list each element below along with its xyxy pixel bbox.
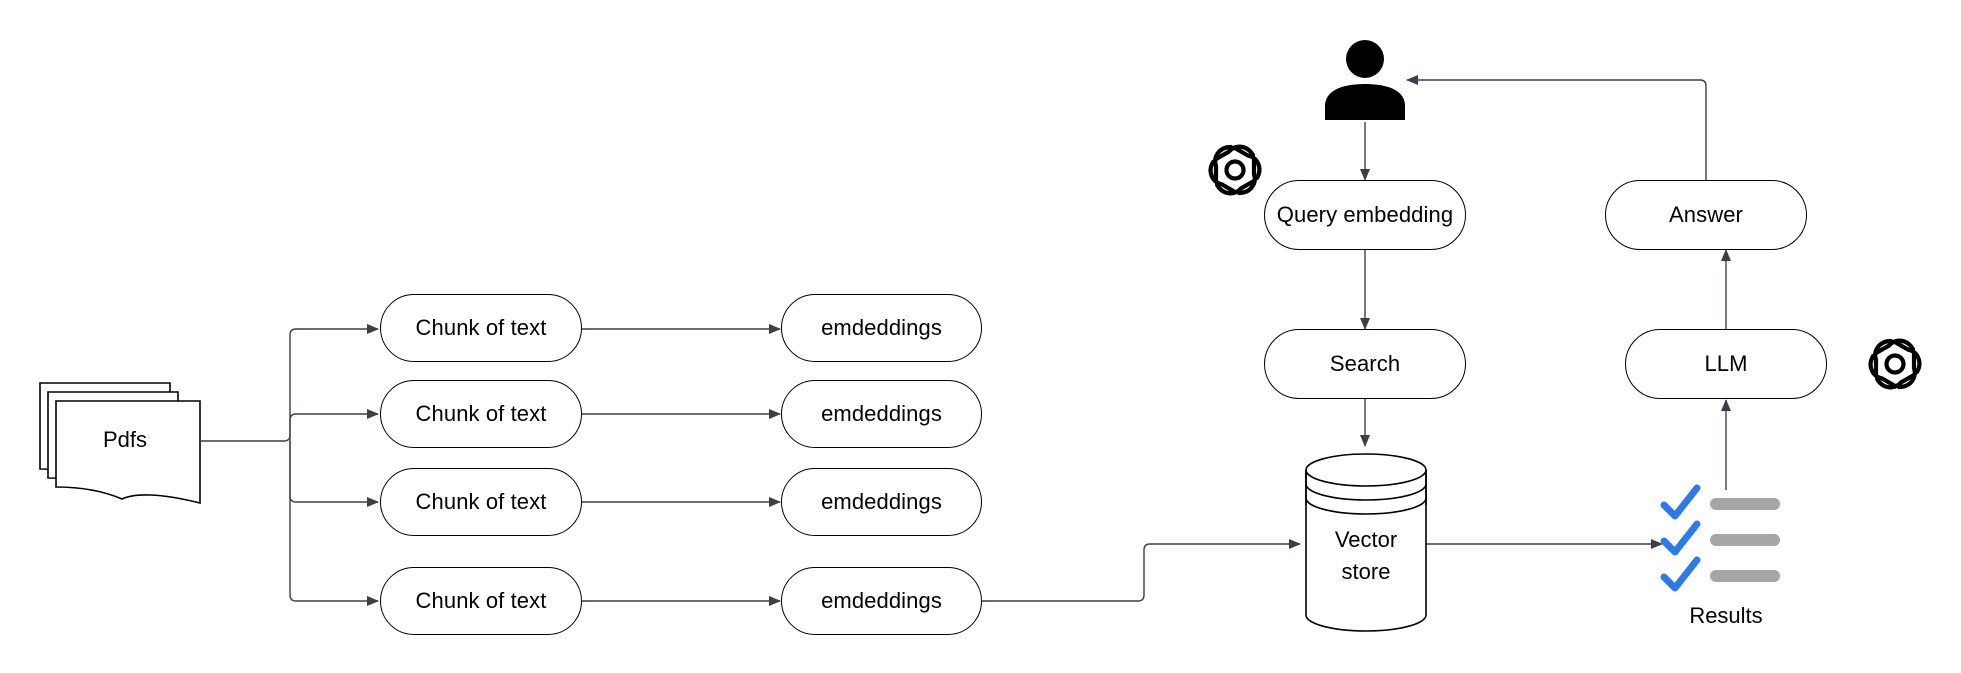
chunk-node: Chunk of text	[380, 468, 582, 536]
vector-store-label-line1: Vector	[1334, 527, 1398, 552]
openai-logo-icon	[1865, 335, 1925, 392]
openai-logo-icon	[1205, 141, 1265, 198]
results-label: Results	[1689, 603, 1763, 628]
vector-store-label: Vector store	[1306, 524, 1426, 588]
embedding-node: emdeddings	[781, 294, 982, 362]
search-node: Search	[1264, 329, 1466, 399]
pdf-to-chunks-connectors	[200, 324, 379, 606]
llm-node: LLM	[1625, 329, 1827, 399]
vector-store-label-line2: store	[1341, 559, 1391, 584]
chunk-to-embedding-connectors	[582, 324, 781, 606]
embedding-node: emdeddings	[781, 567, 982, 635]
pdfs-label: Pdfs	[102, 427, 148, 452]
answer-node: Answer	[1605, 180, 1807, 250]
embedding-node: emdeddings	[781, 468, 982, 536]
user-icon	[1325, 40, 1405, 120]
pdf-documents-icon	[39, 382, 201, 505]
chunk-node: Chunk of text	[380, 567, 582, 635]
answer-to-user-connector	[1406, 75, 1707, 180]
results-checklist-icon	[1660, 484, 1780, 592]
chunk-node: Chunk of text	[380, 294, 582, 362]
embedding-to-store-connector	[982, 539, 1301, 602]
chunk-node: Chunk of text	[380, 380, 582, 448]
vector-store-cylinder	[1305, 453, 1427, 632]
query-embedding-node: Query embedding	[1264, 180, 1466, 250]
embedding-node: emdeddings	[781, 380, 982, 448]
checkmark-icon	[1660, 484, 1701, 592]
